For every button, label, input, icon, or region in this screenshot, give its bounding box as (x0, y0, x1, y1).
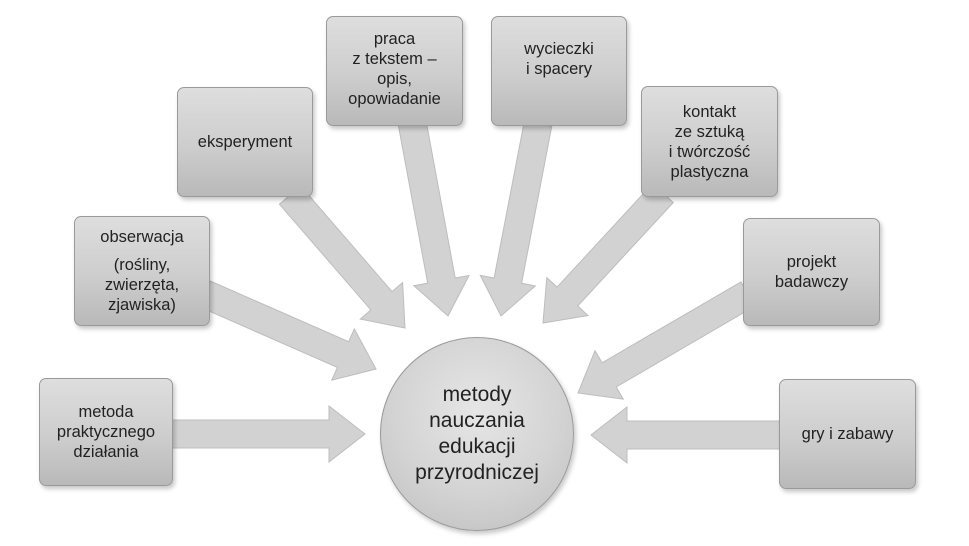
node-eksperyment: eksperyment (177, 87, 313, 197)
arrow-kontakt (542, 182, 675, 324)
node-line: plastyczna (670, 162, 749, 181)
node-line: metoda (78, 403, 134, 421)
node-line: projekt (786, 253, 837, 271)
arrow-praca (397, 118, 470, 317)
node-line: wycieczki (524, 40, 594, 58)
node-gry-i-zabawy: gry i zabawy (779, 379, 916, 489)
node-obserwacja: obserwacja (rośliny, zwierzęta, zjawiska… (74, 216, 210, 326)
node-line: zwierzęta, (104, 276, 180, 294)
node-line: gry i zabawy (801, 425, 894, 443)
arrow-eksperyment (278, 185, 406, 329)
center-line: przyrodniczej (415, 461, 539, 484)
center-line: nauczania (429, 409, 525, 432)
central-concept-circle: metody nauczania edukacji przyrodniczej (380, 337, 574, 531)
center-line: edukacji (438, 435, 516, 458)
node-line: badawczy (774, 273, 849, 291)
node-line: (rośliny, (113, 256, 171, 274)
arrow-wycieczki (479, 120, 553, 317)
node-line: i twórczość (668, 142, 751, 161)
node-line: kontakt (682, 102, 737, 121)
node-metoda-praktycznego-dzialania: metoda praktycznego działania (39, 378, 173, 486)
node-kontakt-ze-sztuka: kontakt ze sztuką i twórczość plastyczna (641, 86, 778, 197)
node-line: działania (73, 443, 139, 461)
node-line: opis, (377, 70, 412, 88)
node-line: zjawiska) (108, 296, 176, 314)
center-line: metody (442, 383, 512, 406)
arrow-obserwacja (198, 280, 377, 381)
arrow-gry (590, 405, 783, 465)
node-line: i spacery (525, 60, 593, 78)
node-title: obserwacja (100, 228, 184, 246)
arrow-projekt (577, 281, 756, 400)
node-praca-z-tekstem: praca z tekstem – opis, opowiadanie (326, 16, 463, 126)
node-line: praktycznego (56, 423, 156, 441)
node-line: praca (373, 30, 416, 48)
node-line: ze sztuką (674, 122, 745, 141)
node-line: z tekstem – (352, 50, 437, 68)
node-line: eksperyment (197, 133, 293, 151)
node-wycieczki-i-spacery: wycieczki i spacery (491, 16, 627, 126)
arrow-metoda (169, 404, 366, 464)
node-projekt-badawczy: projekt badawczy (743, 218, 880, 326)
node-line: opowiadanie (348, 90, 441, 108)
